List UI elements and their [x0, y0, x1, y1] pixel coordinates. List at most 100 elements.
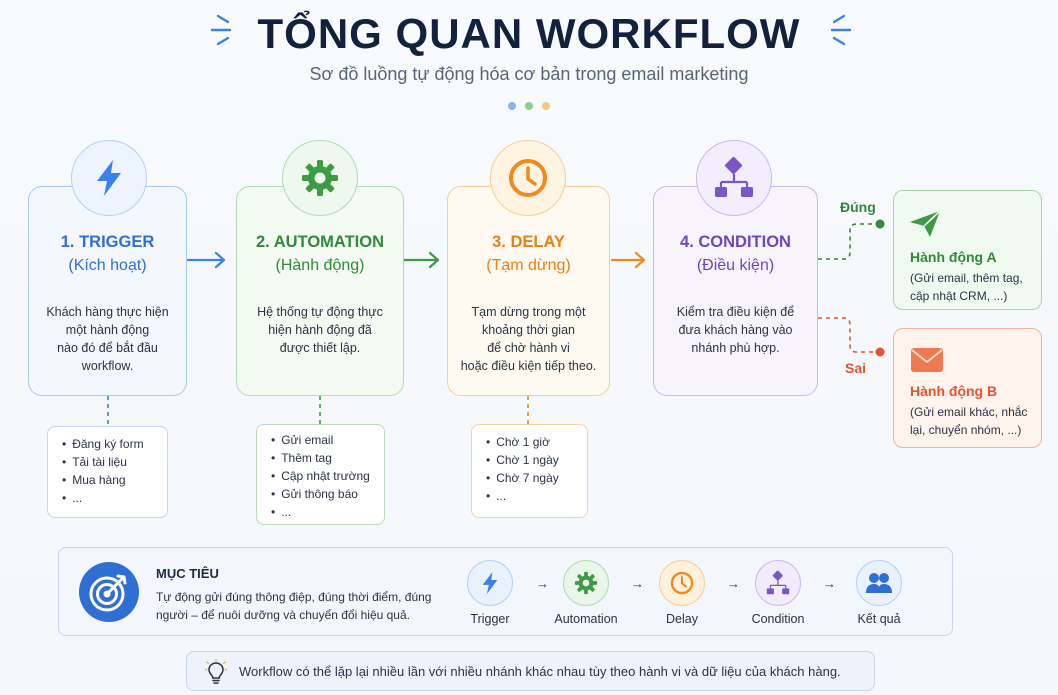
users-icon [866, 573, 892, 593]
dot-blue [508, 102, 516, 110]
sparkle-right-icon [830, 14, 852, 46]
gear-icon [574, 571, 598, 595]
mini-condition-label: Condition [751, 612, 805, 626]
mini-automation-label: Automation [554, 612, 618, 626]
mini-delay-label: Delay [666, 612, 698, 626]
step-subtitle: (Kích hoạt) [68, 257, 147, 274]
desc-line: một hành động [65, 323, 150, 337]
step-title: 2. AUTOMATION [255, 233, 385, 251]
list-item: Tải tài liệu [62, 453, 157, 471]
condition-icon-circle [696, 140, 772, 216]
step-subtitle: (Hành động) [275, 257, 365, 274]
desc-line: đưa khách hàng vào [678, 323, 793, 337]
mini-trigger-label: Trigger [470, 612, 510, 626]
tip-text: Workflow có thể lặp lại nhiều lần với nh… [239, 664, 841, 679]
automation-icon-circle [282, 140, 358, 216]
mini-arrow: → [631, 576, 644, 591]
list-item: Cập nhật trường [271, 467, 374, 485]
divider-dots [508, 102, 550, 110]
step-subtitle: (Điều kiện) [696, 257, 775, 274]
desc-line: cập nhật CRM, ...) [910, 289, 1008, 303]
step-title: 3. DELAY [492, 233, 565, 251]
mini-condition-circle [755, 560, 801, 606]
trigger-icon-circle [71, 140, 147, 216]
lightbulb-icon [205, 659, 227, 684]
desc-line: workflow. [81, 359, 134, 373]
branch-true-label: Đúng [840, 199, 876, 215]
desc-line: Hệ thống tự động thực [257, 305, 383, 319]
desc-line: Khách hàng thực hiện [46, 305, 169, 319]
action-a-desc: (Gửi email, thêm tag, cập nhật CRM, ...) [910, 269, 1031, 305]
list-item: ... [271, 503, 374, 521]
mini-arrow: → [727, 576, 740, 591]
mini-trigger-circle [467, 560, 513, 606]
branch-false-label: Sai [845, 360, 867, 376]
desc-line: nào đó để bắt đầu [57, 341, 158, 355]
mini-result-label: Kết quả [857, 612, 901, 626]
action-b-desc: (Gửi email khác, nhắc lại, chuyển nhóm, … [910, 403, 1031, 439]
desc-line: Kiểm tra điều kiện để [676, 305, 795, 319]
sparkle-left-icon [210, 14, 232, 46]
send-icon [910, 210, 941, 237]
dot-orange [542, 102, 550, 110]
list-item: ... [486, 487, 577, 505]
delay-examples-list: Chờ 1 giờ Chờ 1 ngày Chờ 7 ngày ... [471, 424, 588, 518]
action-b-title: Hành động B [910, 383, 998, 399]
step-card-trigger: 1. TRIGGER (Kích hoạt) Khách hàng thực h… [28, 186, 187, 396]
list-item: Gửi email [271, 431, 374, 449]
desc-line: (Gửi email khác, nhắc [910, 405, 1028, 419]
desc-line: hiện hành động đã [268, 323, 372, 337]
desc-line: hoặc điều kiện tiếp theo. [460, 359, 597, 373]
list-item: Chờ 1 giờ [486, 433, 577, 451]
action-a-title: Hành động A [910, 249, 997, 265]
goal-description: Tự động gửi đúng thông điệp, đúng thời đ… [156, 590, 432, 622]
clock-icon [670, 571, 694, 595]
step-description: Tạm dừng trong một khoảng thời gian để c… [456, 303, 601, 375]
desc-line: lại, chuyển nhóm, ...) [910, 423, 1022, 437]
step-subtitle: (Tạm dừng) [486, 257, 571, 274]
list-item: Thêm tag [271, 449, 374, 467]
mini-arrow: → [536, 576, 549, 591]
desc-line: nhánh phù hợp. [691, 341, 780, 355]
mini-delay-circle [659, 560, 705, 606]
list-item: Đăng ký form [62, 435, 157, 453]
step-description: Khách hàng thực hiện một hành động nào đ… [43, 303, 172, 375]
step-title: 1. TRIGGER [60, 233, 155, 251]
flowchart-icon [766, 570, 790, 595]
desc-line: khoảng thời gian [482, 323, 575, 337]
step-card-automation: 2. AUTOMATION (Hành động) Hệ thống tự độ… [236, 186, 404, 396]
mini-arrow: → [823, 576, 836, 591]
step-card-delay: 3. DELAY (Tạm dừng) Tạm dừng trong một k… [447, 186, 610, 396]
list-item: Mua hàng [62, 471, 157, 489]
step-description: Hệ thống tự động thực hiện hành động đã … [251, 303, 389, 357]
delay-icon-circle [490, 140, 566, 216]
target-icon-circle [79, 562, 139, 622]
target-icon [89, 574, 127, 612]
lightning-icon [97, 160, 121, 196]
automation-examples-list: Gửi email Thêm tag Cập nhật trường Gửi t… [256, 424, 385, 525]
mini-automation-circle [563, 560, 609, 606]
page-title: TỔNG QUAN WORKFLOW [257, 10, 801, 57]
flowchart-icon [715, 156, 753, 197]
step-title: 4. CONDITION [680, 233, 791, 251]
desc-line: (Gửi email, thêm tag, [910, 271, 1023, 285]
list-item: Chờ 1 ngày [486, 451, 577, 469]
list-item: Gửi thông báo [271, 485, 374, 503]
desc-line: để chờ hành vi [487, 341, 570, 355]
trigger-examples-list: Đăng ký form Tải tài liệu Mua hàng ... [47, 426, 168, 518]
page-subtitle: Sơ đồ luồng tự động hóa cơ bản trong ema… [309, 64, 749, 84]
action-b-box: Hành động B (Gửi email khác, nhắc lại, c… [893, 328, 1042, 448]
desc-line: Tạm dừng trong một [471, 305, 586, 319]
gear-icon [302, 160, 338, 196]
list-item: ... [62, 489, 157, 507]
step-description: Kiểm tra điều kiện để đưa khách hàng vào… [668, 303, 803, 357]
mini-result-circle [856, 560, 902, 606]
desc-line: được thiết lập. [279, 341, 361, 355]
step-card-condition: 4. CONDITION (Điều kiện) Kiểm tra điều k… [653, 186, 818, 396]
clock-icon [509, 159, 547, 197]
list-item: Chờ 7 ngày [486, 469, 577, 487]
goal-panel: MỤC TIÊU Tự động gửi đúng thông điệp, đú… [58, 547, 953, 636]
tip-box: Workflow có thể lặp lại nhiều lần với nh… [186, 651, 875, 691]
mail-icon [911, 348, 943, 372]
